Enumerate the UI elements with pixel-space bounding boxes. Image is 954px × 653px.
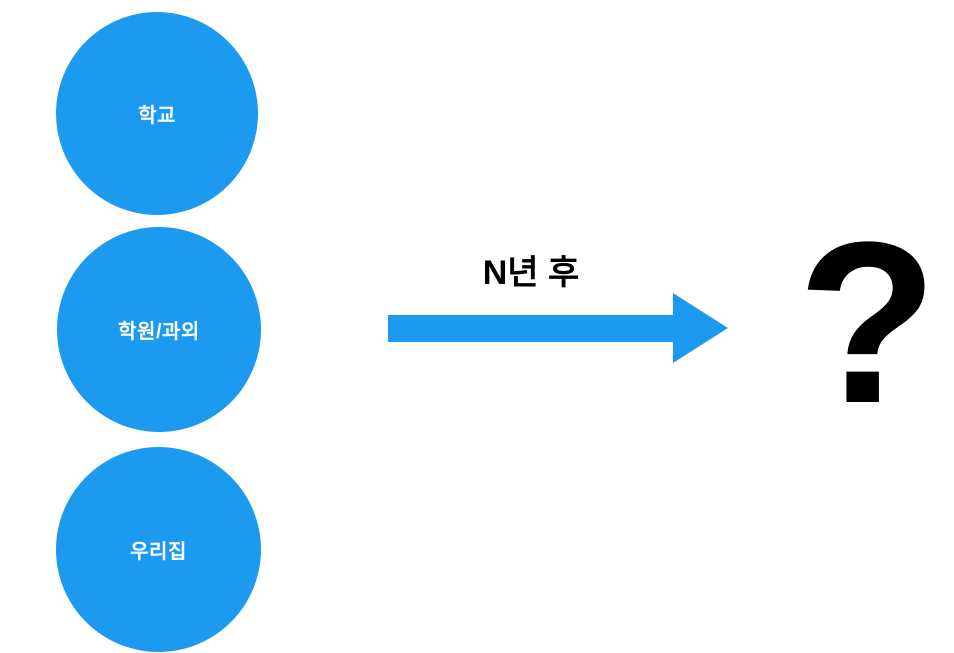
arrow-label: N년 후	[482, 254, 580, 292]
right-arrow-head-icon	[673, 293, 728, 363]
node-academy: 학원/과외	[57, 227, 261, 432]
question-mark-symbol: ?	[797, 194, 938, 451]
node-school: 학교	[56, 12, 258, 215]
transition-arrow-group: N년 후	[388, 245, 728, 365]
node-school-label: 학교	[138, 105, 176, 127]
node-home-label: 우리집	[130, 541, 187, 563]
node-academy-label: 학원/과외	[118, 321, 200, 343]
node-home: 우리집	[56, 447, 261, 652]
right-arrow-shaft	[388, 315, 674, 342]
